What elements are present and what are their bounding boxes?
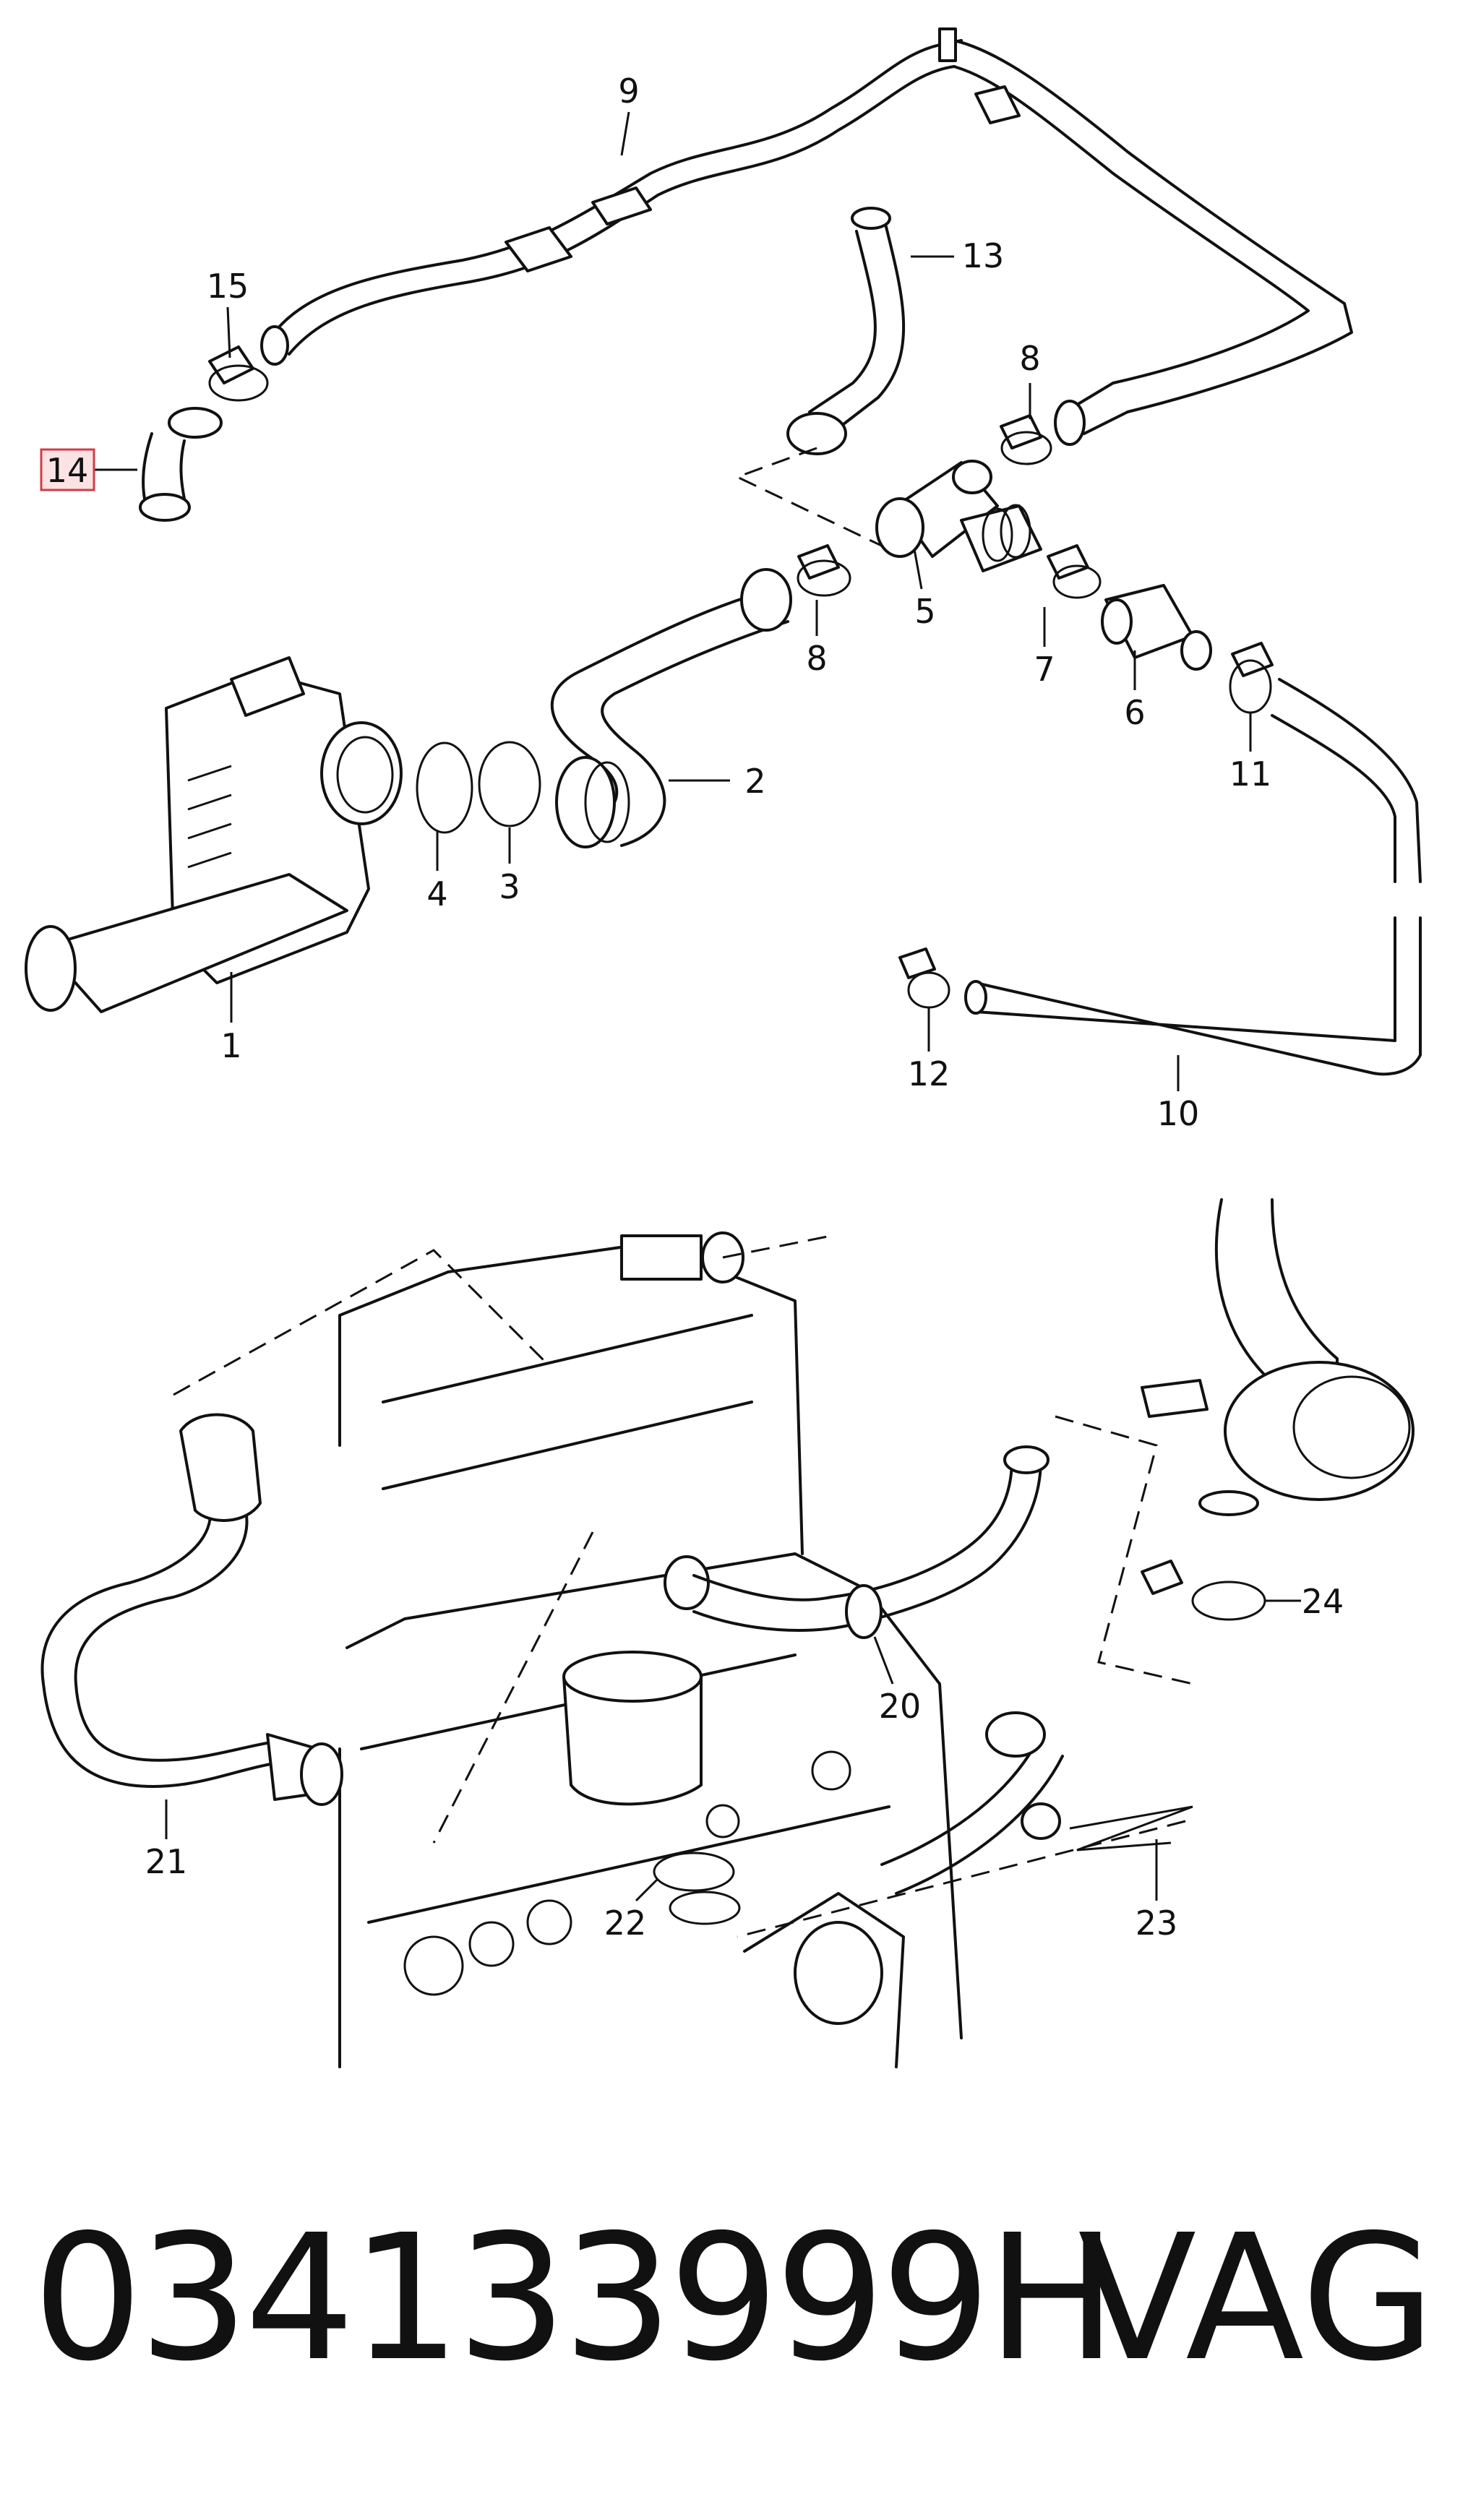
clamp-11 <box>1229 642 1274 714</box>
callout-12: 12 <box>908 1054 950 1093</box>
hose-13 <box>786 207 906 455</box>
callout-20: 20 <box>879 1687 922 1726</box>
highlight-box-14 <box>40 448 95 491</box>
hose-21 <box>40 1413 343 1806</box>
dashed-link-21 <box>173 1249 551 1396</box>
callout-7: 7 <box>1034 650 1055 689</box>
dashed-link-13 <box>734 447 890 551</box>
callout-4: 4 <box>426 874 447 913</box>
pipe-upper-right <box>1141 1198 1415 1516</box>
callout-9: 9 <box>618 72 639 111</box>
hose-20 <box>692 1445 1050 1639</box>
engine-block <box>338 1231 963 2068</box>
clamp-24 <box>1141 1560 1266 1621</box>
hose-14 <box>139 407 223 522</box>
brand-name: VAG <box>1078 2197 1435 2399</box>
callout-21: 21 <box>145 1842 188 1881</box>
hose-10 <box>964 678 1422 1076</box>
dashed-link-23 <box>737 1820 1186 1938</box>
callout-6: 6 <box>1124 693 1145 732</box>
hose-9 <box>260 27 1353 446</box>
callout-2: 2 <box>744 762 765 801</box>
dashed-link-24 <box>1055 1415 1193 1685</box>
clamp-8-upper <box>1000 414 1052 465</box>
housing-1 <box>25 656 403 1013</box>
pipe-23 <box>880 1711 1064 1895</box>
callout-1: 1 <box>220 1026 241 1065</box>
callout-24: 24 <box>1302 1582 1344 1621</box>
callout-11: 11 <box>1229 754 1272 794</box>
callout-22: 22 <box>604 1904 647 1943</box>
hose-2 <box>550 568 792 848</box>
callout-14: 14 <box>46 451 89 490</box>
clamp-7 <box>1047 544 1102 599</box>
callout-8-lower: 8 <box>806 639 827 678</box>
clamp-8-lower <box>797 544 851 597</box>
tee-piece-5 <box>875 460 1042 572</box>
callout-15: 15 <box>207 267 249 306</box>
callout-13: 13 <box>962 236 1005 275</box>
seal-4 <box>416 741 473 834</box>
part-number: 034133999H <box>33 2197 1117 2399</box>
callout-23: 23 <box>1136 1904 1178 1943</box>
seal-23 <box>1069 1805 1193 1852</box>
clamp-15 <box>208 345 269 402</box>
filter-housing <box>562 1651 741 1925</box>
dashed-link-filter <box>432 1531 594 1844</box>
seal-3 <box>478 741 541 827</box>
callouts: 1 2 3 4 5 6 7 8 8 9 10 11 12 13 14 15 20… <box>46 72 1344 1943</box>
dashed-link-top <box>722 1234 832 1259</box>
valve-6 <box>1101 584 1212 671</box>
leader-lines <box>94 111 1301 1902</box>
callout-3: 3 <box>499 867 520 906</box>
callout-8-upper: 8 <box>1019 339 1040 378</box>
callout-5: 5 <box>914 592 935 631</box>
callout-10: 10 <box>1157 1094 1200 1133</box>
clamp-12 <box>898 947 950 1009</box>
footer: 034133999H VAG <box>0 2204 1468 2392</box>
